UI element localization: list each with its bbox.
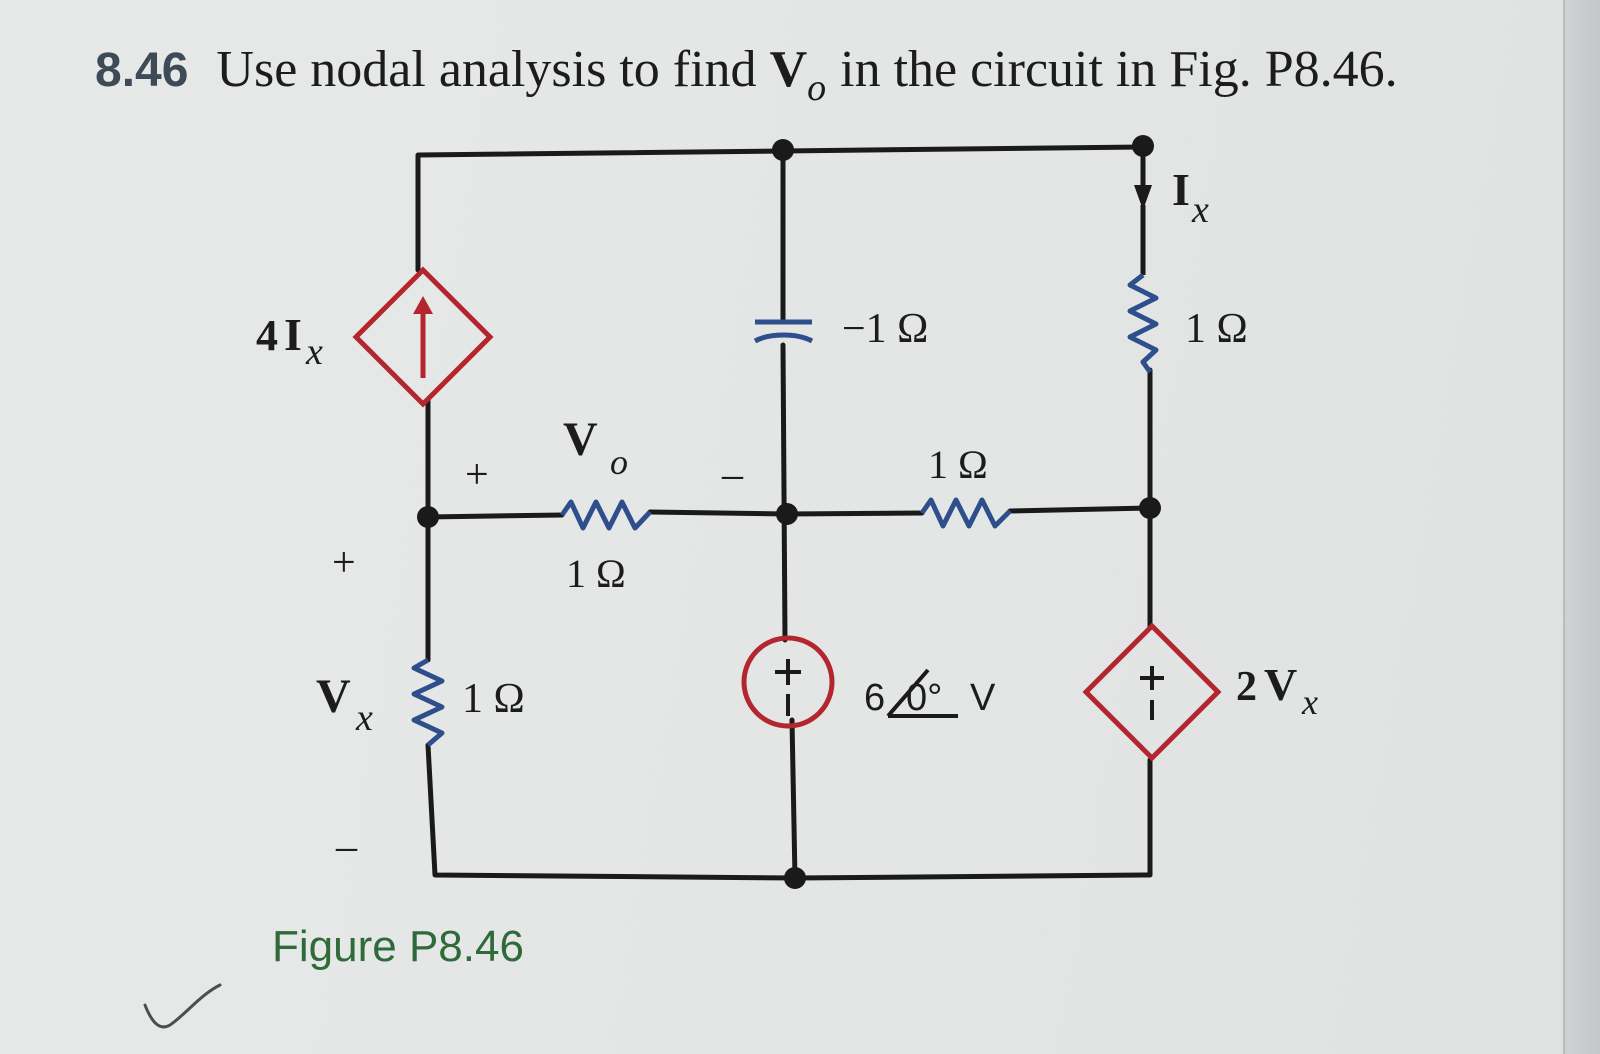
source-angle: 0° bbox=[906, 677, 942, 719]
ix-sub: x bbox=[1191, 189, 1209, 231]
independent-voltage-source bbox=[741, 635, 835, 729]
dep-current-coef: 4 bbox=[256, 311, 278, 360]
dep-current-sub: x bbox=[305, 331, 323, 373]
node-dot bbox=[772, 139, 794, 161]
resistor-right-top bbox=[1127, 273, 1159, 374]
page-edge bbox=[1563, 0, 1600, 1054]
vx-var: V bbox=[316, 670, 351, 723]
up-arrow-icon bbox=[413, 296, 433, 314]
dep-voltage-coef: 2 bbox=[1236, 664, 1257, 710]
check-mark-icon bbox=[143, 983, 222, 1029]
vo-minus: – bbox=[721, 452, 744, 498]
problem-text-before: Use nodal analysis to find bbox=[216, 41, 757, 98]
vo-plus: + bbox=[465, 452, 489, 498]
ix-arrow-icon bbox=[1134, 185, 1152, 210]
resistor-left-bottom bbox=[411, 657, 445, 747]
figure-caption: Figure P8.46 bbox=[272, 922, 524, 971]
vx-sub: x bbox=[355, 697, 373, 739]
dep-current-var: I bbox=[284, 309, 302, 360]
vo-sub: o bbox=[610, 442, 628, 482]
dep-voltage-sub: x bbox=[1301, 682, 1318, 722]
r-left-bottom-label: 1 Ω bbox=[462, 676, 525, 722]
problem-text-after: in the circuit in Fig. P8.46. bbox=[840, 41, 1398, 98]
vo-var: V bbox=[563, 413, 598, 466]
phasor-angle-icon bbox=[886, 668, 958, 718]
node-dot bbox=[784, 867, 806, 889]
ix-var: I bbox=[1172, 164, 1190, 215]
dependent-voltage-source bbox=[1082, 622, 1222, 762]
source-value: 6 bbox=[864, 677, 885, 719]
node-dot bbox=[1132, 135, 1154, 157]
vx-plus: + bbox=[332, 540, 356, 586]
problem-subscript: o bbox=[807, 67, 827, 109]
node-dot bbox=[417, 506, 439, 528]
problem-statement: 8.46 Use nodal analysis to find Vo in the … bbox=[95, 40, 1398, 120]
resistor-mid-right bbox=[919, 497, 1012, 529]
cap-value-label: −1 Ω bbox=[842, 306, 928, 352]
source-unit: V bbox=[970, 677, 996, 719]
dep-voltage-var: V bbox=[1264, 659, 1297, 710]
resistor-mid-left bbox=[559, 499, 652, 531]
problem-symbol: V bbox=[769, 41, 808, 98]
capacitor bbox=[753, 319, 814, 344]
dependent-current-source bbox=[352, 266, 494, 408]
r-right-top-label: 1 Ω bbox=[1185, 306, 1248, 352]
r-mid-right-label: 1 Ω bbox=[928, 442, 988, 487]
node-dot bbox=[1139, 497, 1161, 519]
node-dot bbox=[776, 503, 798, 525]
r-mid-left-label: 1 Ω bbox=[566, 551, 626, 596]
problem-number: 8.46 bbox=[95, 44, 189, 97]
vx-minus: – bbox=[335, 824, 358, 870]
junction-dots bbox=[417, 135, 1161, 889]
